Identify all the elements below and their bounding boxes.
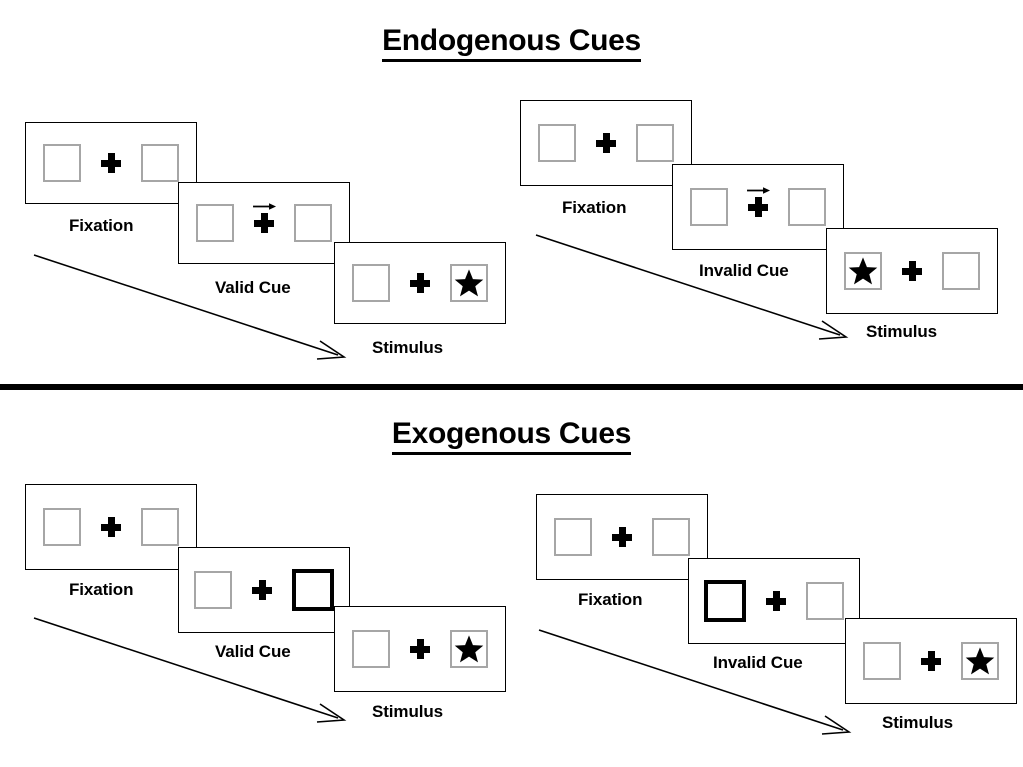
fixation-cross-wrap [251, 201, 277, 245]
fixation-cross-wrap [98, 505, 124, 549]
left-placeholder-box [554, 518, 592, 556]
left-placeholder-box [863, 642, 901, 680]
caption-endogenous-invalid-cue: Invalid Cue [699, 261, 789, 280]
fixation-cross-wrap [918, 639, 944, 683]
section-title-endogenous: Endogenous Cues [0, 24, 1023, 62]
frame-endogenous-invalid-fixation [520, 100, 692, 186]
frame-exogenous-invalid-fixation [536, 494, 708, 580]
fixation-cross-icon [252, 580, 272, 600]
fixation-cross-icon [410, 639, 430, 659]
caption-exogenous-valid-cue: Valid Cue [215, 642, 291, 661]
arrow-right-icon [253, 203, 277, 210]
left-placeholder-box [194, 571, 232, 609]
arrow-right-icon [747, 187, 771, 194]
star-icon [454, 269, 484, 297]
caption-exogenous-valid-stimulus: Stimulus [372, 702, 443, 721]
fixation-cross-wrap [407, 627, 433, 671]
left-placeholder-box [538, 124, 576, 162]
frame-exogenous-invalid-cue [688, 558, 860, 644]
frame-exogenous-valid-stimulus [334, 606, 506, 692]
caption-endogenous-valid-stimulus: Stimulus [372, 338, 443, 357]
star-icon [965, 647, 995, 675]
right-placeholder-box [942, 252, 980, 290]
left-placeholder-box [690, 188, 728, 226]
fixation-cross-icon [410, 273, 430, 293]
right-placeholder-box [141, 508, 179, 546]
fixation-cross-wrap [249, 568, 275, 612]
right-placeholder-box [788, 188, 826, 226]
left-cue-flash-box [704, 580, 746, 622]
left-placeholder-box [352, 264, 390, 302]
right-target-box [450, 630, 488, 668]
star-icon [454, 635, 484, 663]
right-cue-flash-box [292, 569, 334, 611]
left-placeholder-box [43, 144, 81, 182]
fixation-cross-wrap [899, 249, 925, 293]
star-icon [848, 257, 878, 285]
fixation-cross-icon [254, 213, 274, 233]
caption-exogenous-invalid-stimulus: Stimulus [882, 713, 953, 732]
frame-endogenous-invalid-cue [672, 164, 844, 250]
right-placeholder-box [636, 124, 674, 162]
section-divider [0, 384, 1023, 390]
left-placeholder-box [196, 204, 234, 242]
fixation-cross-icon [921, 651, 941, 671]
frame-endogenous-invalid-stimulus [826, 228, 998, 314]
section-title-endogenous-text: Endogenous Cues [382, 24, 641, 62]
caption-endogenous-valid-cue: Valid Cue [215, 278, 291, 297]
frame-exogenous-invalid-stimulus [845, 618, 1017, 704]
caption-exogenous-invalid-cue: Invalid Cue [713, 653, 803, 672]
caption-endogenous-invalid-fixation: Fixation [562, 198, 627, 217]
caption-endogenous-invalid-stimulus: Stimulus [866, 322, 937, 341]
fixation-cross-wrap [98, 141, 124, 185]
fixation-cross-wrap [745, 185, 771, 229]
right-placeholder-box [806, 582, 844, 620]
fixation-cross-wrap [763, 579, 789, 623]
fixation-cross-wrap [609, 515, 635, 559]
fixation-cross-icon [101, 517, 121, 537]
fixation-cross-wrap [407, 261, 433, 305]
right-target-box [450, 264, 488, 302]
fixation-cross-icon [596, 133, 616, 153]
fixation-cross-icon [766, 591, 786, 611]
frame-endogenous-valid-fixation [25, 122, 197, 204]
right-placeholder-box [652, 518, 690, 556]
frame-endogenous-valid-cue [178, 182, 350, 264]
left-target-box [844, 252, 882, 290]
caption-exogenous-valid-fixation: Fixation [69, 580, 134, 599]
fixation-cross-icon [101, 153, 121, 173]
caption-endogenous-valid-fixation: Fixation [69, 216, 134, 235]
right-placeholder-box [141, 144, 179, 182]
frame-exogenous-valid-cue [178, 547, 350, 633]
left-placeholder-box [43, 508, 81, 546]
frame-endogenous-valid-stimulus [334, 242, 506, 324]
frame-exogenous-valid-fixation [25, 484, 197, 570]
caption-exogenous-invalid-fixation: Fixation [578, 590, 643, 609]
right-placeholder-box [294, 204, 332, 242]
right-target-box [961, 642, 999, 680]
fixation-cross-icon [748, 197, 768, 217]
section-title-exogenous: Exogenous Cues [0, 417, 1023, 455]
section-title-exogenous-text: Exogenous Cues [391, 417, 631, 455]
fixation-cross-wrap [593, 121, 619, 165]
fixation-cross-icon [612, 527, 632, 547]
left-placeholder-box [352, 630, 390, 668]
fixation-cross-icon [902, 261, 922, 281]
